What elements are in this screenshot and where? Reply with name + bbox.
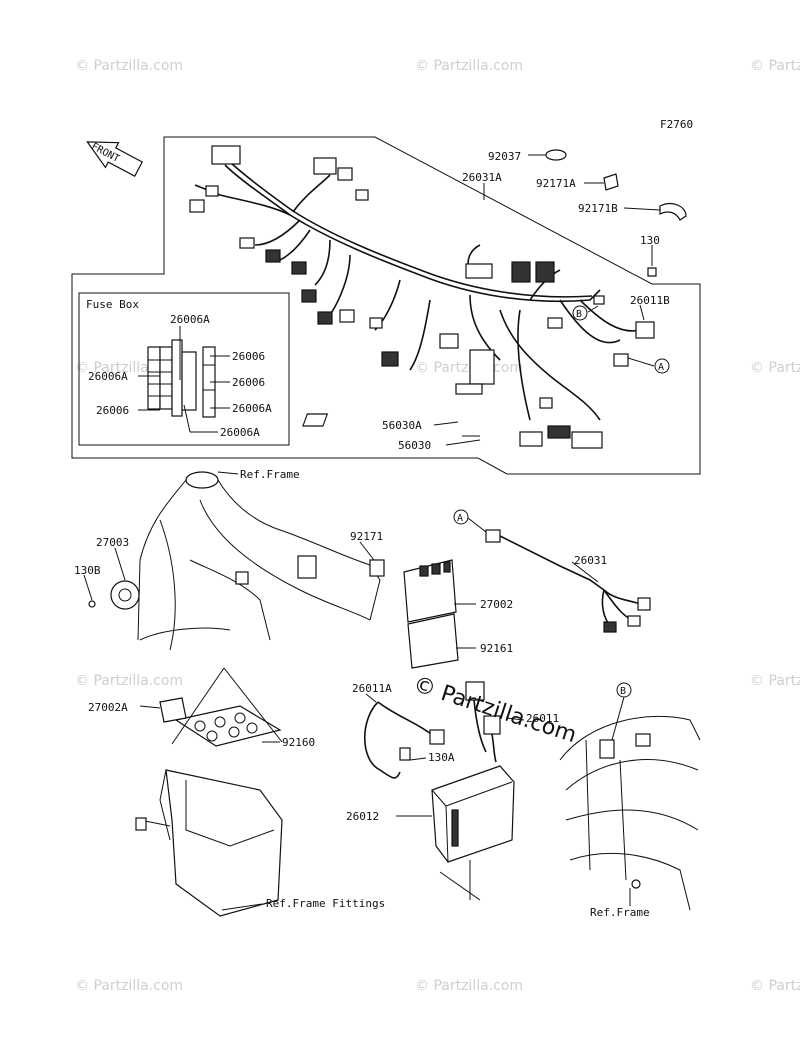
part-130A[interactable]: 130A: [428, 751, 455, 764]
clamps: [545, 149, 687, 277]
ref-frame-1: Ref.Frame: [240, 468, 300, 481]
ref-frame-fittings: Ref.Frame Fittings: [266, 897, 385, 910]
part-26011A[interactable]: 26011A: [352, 682, 392, 695]
watermark: © Partzilla.com: [415, 58, 523, 74]
harness-connectors: [189, 145, 655, 449]
part-26006A-r3[interactable]: 26006A: [232, 402, 272, 415]
part-56030[interactable]: 56030: [398, 439, 431, 452]
battery-cables: 26011A 130A 26011 26012: [346, 681, 559, 901]
part-130[interactable]: 130: [640, 234, 660, 247]
part-27002[interactable]: 27002: [480, 598, 513, 611]
callout-a: A: [457, 513, 463, 524]
part-26031[interactable]: 26031: [574, 554, 607, 567]
frame-left: Ref.Frame 27003 130B 92171: [74, 468, 385, 651]
watermark: © Partzilla.com: [75, 673, 183, 689]
fuse-box-title: Fuse Box: [86, 298, 139, 311]
part-27002A[interactable]: 27002A: [88, 701, 128, 714]
frame-right: B Ref.Frame: [559, 682, 701, 919]
connector: [211, 145, 241, 165]
callout-b: B: [576, 309, 582, 320]
part-92037[interactable]: 92037: [488, 150, 521, 163]
figure-code: F2760: [660, 118, 693, 131]
part-130B[interactable]: 130B: [74, 564, 101, 577]
part-56030A[interactable]: 56030A: [382, 419, 422, 432]
watermark: © Partzilla.com: [75, 978, 183, 994]
watermark: © Partzilla.com: [750, 360, 800, 376]
watermark: © Partzilla.com: [750, 58, 800, 74]
fuse-box: Fuse Box 26006A 26006A 26006 26006 26006…: [78, 292, 290, 446]
callout-b: B: [620, 686, 626, 697]
part-26006A-left[interactable]: 26006A: [88, 370, 128, 383]
battery-case: 27002A 92160 Ref.Frame Fittings: [88, 667, 385, 917]
callouts-upper: B A: [572, 305, 670, 374]
front-arrow: FRONT: [86, 141, 144, 177]
ecu-units: 27002 92161: [403, 559, 513, 669]
watermark: © Partzilla.com: [415, 978, 523, 994]
part-26006-r2[interactable]: 26006: [232, 376, 265, 389]
part-26011[interactable]: 26011: [526, 712, 559, 725]
part-26006A-bottom[interactable]: 26006A: [220, 426, 260, 439]
part-92160[interactable]: 92160: [282, 736, 315, 749]
part-26031A[interactable]: 26031A: [462, 171, 502, 184]
part-26006-r1[interactable]: 26006: [232, 350, 265, 363]
watermark: © Partzilla.com: [415, 360, 523, 376]
harness-outline: [71, 136, 701, 475]
part-27003[interactable]: 27003: [96, 536, 129, 549]
watermark: © Partzilla.com: [750, 978, 800, 994]
part-26012[interactable]: 26012: [346, 810, 379, 823]
part-92171B[interactable]: 92171B: [578, 202, 618, 215]
part-26006A-top[interactable]: 26006A: [170, 313, 210, 326]
sub-harness-26031: A 26031: [453, 509, 651, 633]
part-92161[interactable]: 92161: [480, 642, 513, 655]
watermark: © Partzilla.com: [750, 673, 800, 689]
main-wire-harness: [194, 161, 641, 421]
ref-frame-2: Ref.Frame: [590, 906, 650, 919]
part-26006-left[interactable]: 26006: [96, 404, 129, 417]
watermark-grid: © Partzilla.com © Partzilla.com © Partzi…: [75, 58, 800, 994]
watermark: © Partzilla.com: [75, 58, 183, 74]
part-26011B[interactable]: 26011B: [630, 294, 670, 307]
callout-a: A: [658, 362, 664, 373]
upper-labels: 92037 26031A 92171A 92171B 130 26011B 56…: [382, 150, 670, 452]
part-92171A[interactable]: 92171A: [536, 177, 576, 190]
part-92171[interactable]: 92171: [350, 530, 383, 543]
